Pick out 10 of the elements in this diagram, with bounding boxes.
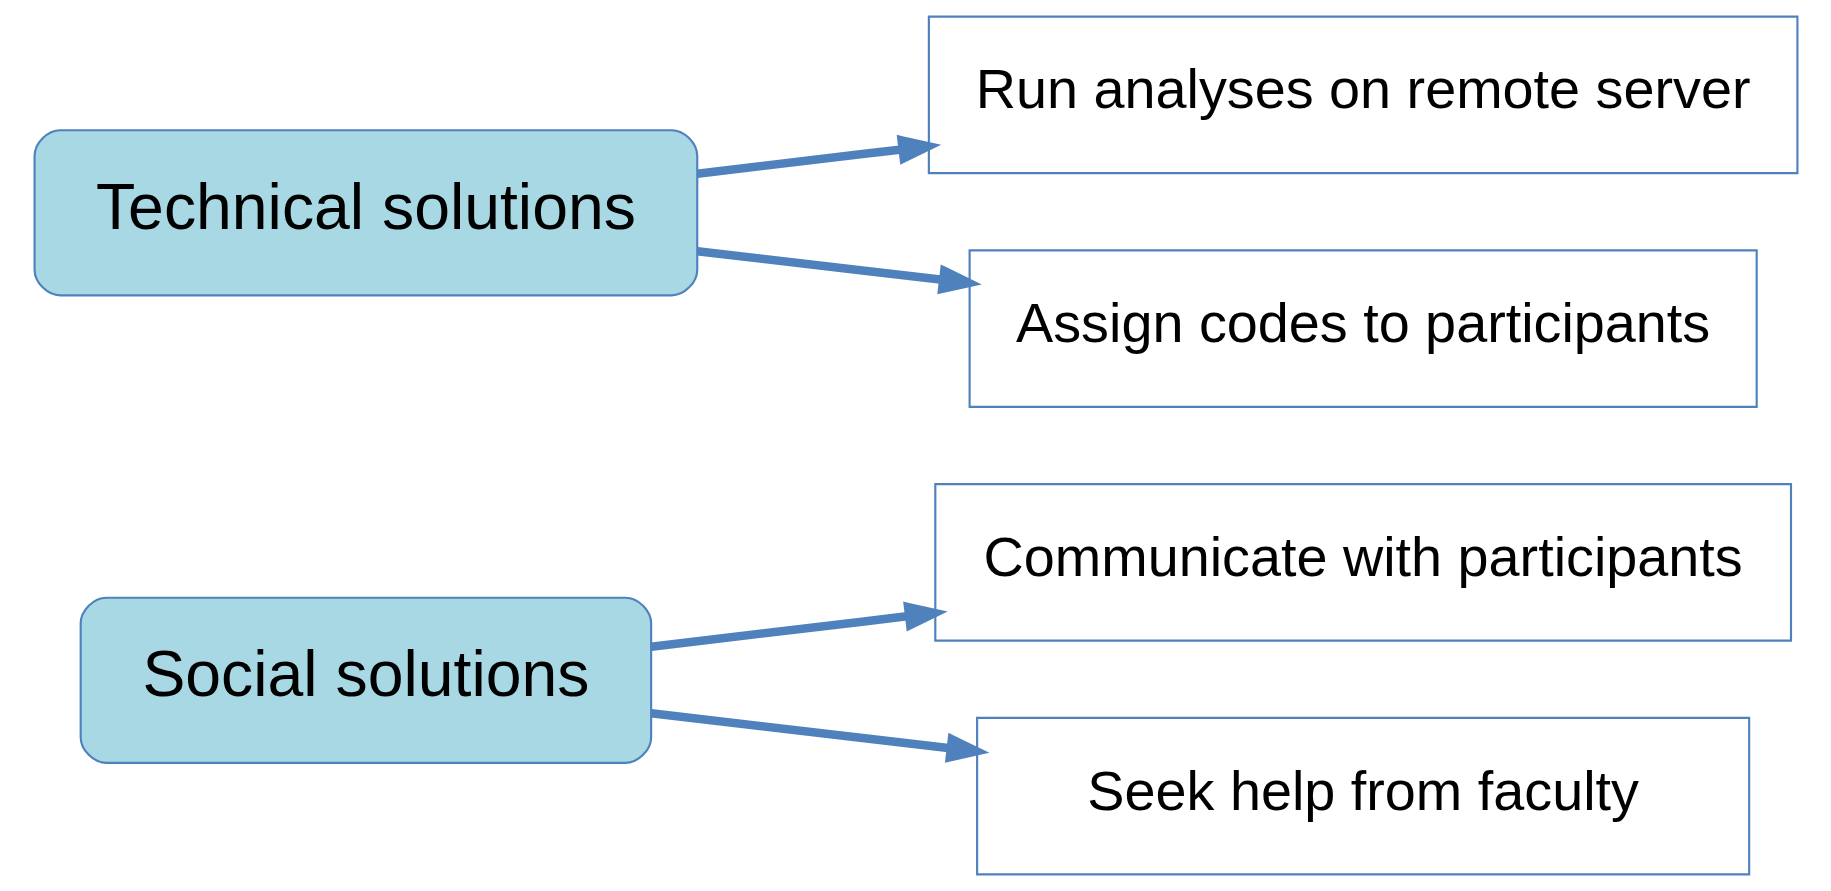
node-box: Social solutions: [79, 596, 652, 764]
node-box: Seek help from faculty: [975, 716, 1750, 876]
node-box: Assign codes to participants: [968, 249, 1758, 408]
arrow: [650, 709, 989, 763]
arrow: [696, 134, 941, 178]
node-box: Communicate with participants: [933, 483, 1792, 642]
arrow: [696, 246, 982, 295]
node-box: Run analyses on remote server: [927, 15, 1798, 175]
arrow: [650, 601, 948, 651]
node-box: Technical solutions: [33, 129, 698, 297]
